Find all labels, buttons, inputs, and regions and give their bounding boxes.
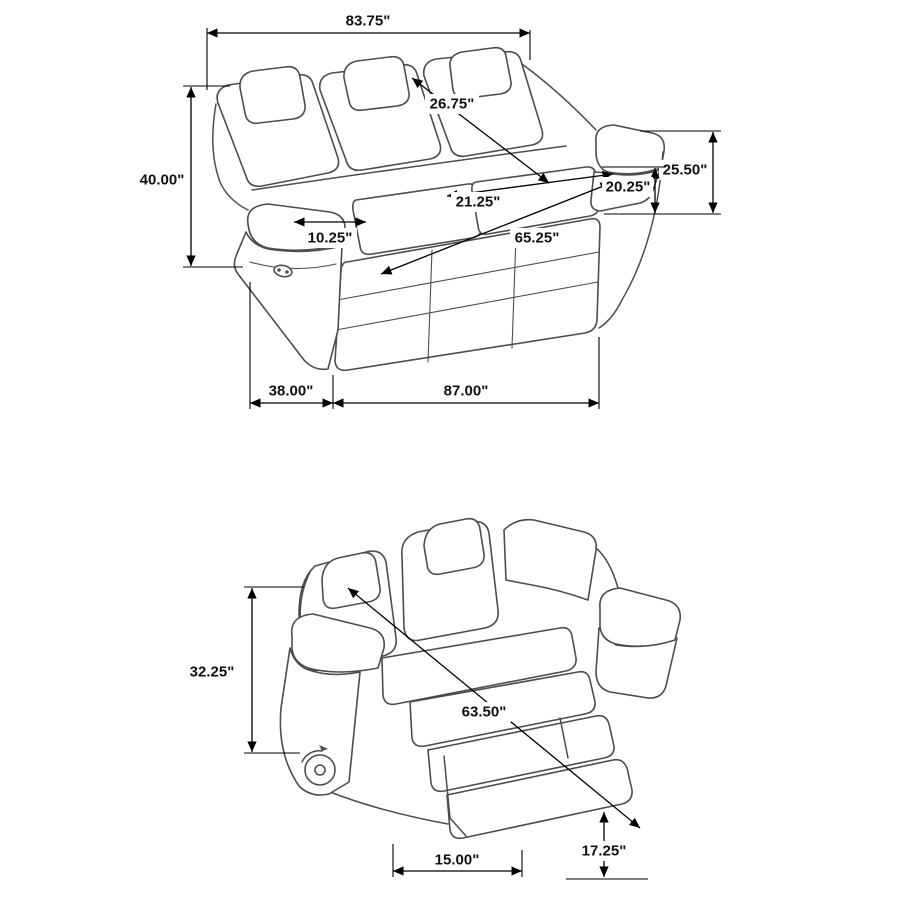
label-background bbox=[430, 850, 484, 870]
dim-footrest-height: 17.25" bbox=[566, 812, 648, 880]
sofa-left-edge bbox=[212, 103, 249, 211]
label-background bbox=[602, 177, 653, 197]
dim-arm-height: 25.50" bbox=[604, 130, 721, 215]
armrest-seam bbox=[249, 261, 337, 270]
recliner-handle-hub bbox=[314, 764, 326, 776]
dimension-label: 20.25" bbox=[606, 179, 651, 196]
headrest-pillow bbox=[343, 55, 410, 112]
dimension-label: 26.75" bbox=[430, 96, 475, 113]
dim-overall-width: 83.75" bbox=[206, 11, 531, 90]
left-armrest-front bbox=[279, 647, 361, 796]
dimension-label: 15.00" bbox=[435, 852, 480, 869]
sofa-reclined-drawing bbox=[279, 517, 682, 840]
headrest-pillow bbox=[321, 551, 381, 610]
label-background bbox=[341, 11, 395, 31]
dim-body-width: 87.00" bbox=[333, 337, 600, 409]
dim-footrest-extension: 15.00" bbox=[392, 844, 523, 877]
recliner-handle-arrow bbox=[301, 750, 323, 763]
skirt-seam bbox=[335, 281, 599, 331]
sofa-right-shoulder bbox=[595, 547, 619, 589]
dimensions-reclined: 32.25" 63.50" 15.00" 17.25" bbox=[185, 586, 648, 880]
dimension-label: 40.00" bbox=[140, 172, 185, 189]
dimension-label: 10.25" bbox=[308, 230, 353, 247]
label-background bbox=[264, 381, 318, 401]
base-rail bbox=[329, 791, 449, 825]
dim-overall-depth: 38.00" bbox=[249, 282, 334, 409]
recliner-handle-arrowhead bbox=[319, 745, 328, 751]
label-background bbox=[135, 170, 189, 190]
power-button-dot bbox=[285, 270, 289, 274]
dimension-label: 32.25" bbox=[190, 664, 235, 681]
label-background bbox=[457, 702, 511, 722]
label-background bbox=[439, 381, 493, 401]
headrest-pillow bbox=[239, 65, 306, 125]
label-background bbox=[303, 228, 357, 248]
power-button bbox=[273, 264, 293, 278]
power-button-dot bbox=[277, 268, 281, 272]
dimension-arrow bbox=[380, 182, 612, 275]
dim-seat-height: 20.25" bbox=[602, 166, 666, 213]
dimension-label: 65.25" bbox=[515, 230, 560, 247]
headrest-pillow bbox=[449, 46, 512, 100]
dim-back-cushion-height: 26.75" bbox=[411, 77, 550, 184]
dimension-label: 87.00" bbox=[444, 383, 489, 400]
label-background bbox=[510, 228, 564, 248]
dimension-label: 38.00" bbox=[269, 383, 314, 400]
label-background bbox=[659, 160, 711, 180]
dimensions-upright: 83.75" 26.75" 40.00" 10.25" 21.25" bbox=[135, 11, 721, 409]
dimension-label: 83.75" bbox=[346, 13, 391, 30]
right-armrest-pad bbox=[599, 587, 682, 648]
dim-reclined-projection: 63.50" bbox=[347, 587, 641, 829]
left-armrest-front bbox=[233, 231, 343, 371]
label-background bbox=[185, 662, 239, 682]
dimension-label: 25.50" bbox=[663, 162, 708, 179]
dim-overall-height: 40.00" bbox=[135, 85, 243, 268]
dimension-label: 17.25" bbox=[582, 843, 627, 860]
label-background bbox=[577, 841, 631, 861]
dim-seat-width: 65.25" bbox=[380, 182, 612, 275]
dimension-label: 63.50" bbox=[462, 704, 507, 721]
dim-back-height-reclined: 32.25" bbox=[185, 586, 304, 754]
headrest-pillow bbox=[423, 517, 485, 576]
sofa-right-shoulder bbox=[521, 63, 597, 131]
back-cushion bbox=[503, 518, 598, 601]
label-background bbox=[425, 94, 479, 114]
dim-arm-width: 10.25" bbox=[294, 217, 366, 248]
dimension-label: 21.25" bbox=[456, 194, 501, 211]
